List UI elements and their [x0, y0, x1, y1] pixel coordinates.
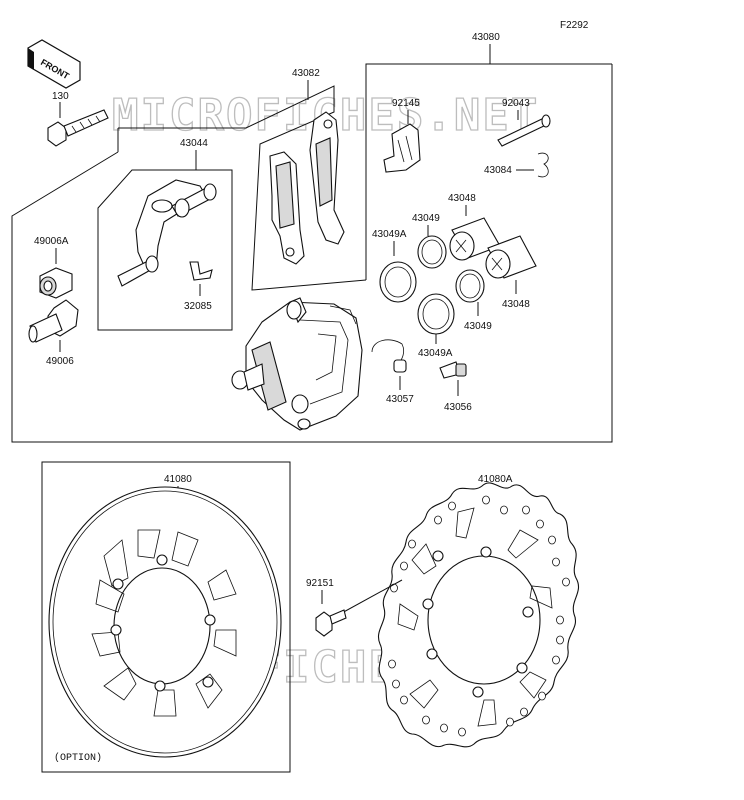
spring-92145 [383, 123, 421, 173]
label-92145: 92145 [392, 98, 420, 109]
pin-92043 [497, 114, 551, 147]
front-arrow-icon: FRONT [27, 39, 81, 89]
label-92151: 92151 [306, 578, 334, 589]
box-43044 [97, 169, 233, 331]
label-32085: 32085 [184, 301, 212, 312]
label-43082: 43082 [292, 68, 320, 79]
piston-43048-b [485, 235, 537, 279]
clip-32085 [189, 261, 213, 281]
clip-43084 [537, 152, 549, 178]
brake-pad-right [309, 111, 345, 245]
sleeve-49006 [28, 299, 79, 343]
bolt-130 [47, 109, 109, 147]
cap-43057 [371, 339, 407, 373]
box-43080 [11, 63, 613, 443]
label-41080: 41080 [164, 474, 192, 485]
diagram-code: F2292 [560, 20, 589, 31]
label-43084: 43084 [484, 165, 512, 176]
bracket-43044 [117, 179, 217, 287]
label-43049-b: 43049 [464, 321, 492, 332]
brake-disc-41080A [378, 482, 580, 748]
label-43049A-b: 43049A [418, 348, 453, 359]
valve-43056 [439, 361, 467, 379]
label-92043: 92043 [502, 98, 530, 109]
label-43056: 43056 [444, 402, 472, 413]
boot-49006A [39, 267, 73, 299]
bolt-92151 [315, 609, 347, 637]
label-41080A: 41080A [478, 474, 513, 485]
label-43048-b: 43048 [502, 299, 530, 310]
caliper-body [231, 297, 363, 431]
box-43082 [118, 85, 367, 291]
label-43057: 43057 [386, 394, 414, 405]
seal-43049A-a [379, 261, 417, 303]
label-43080: 43080 [472, 32, 500, 43]
option-label: (OPTION) [54, 752, 102, 764]
label-43049-a: 43049 [412, 213, 440, 224]
brake-pad-left [269, 151, 305, 265]
label-130: 130 [52, 91, 69, 102]
label-49006A: 49006A [34, 236, 69, 247]
box-option [41, 461, 291, 773]
label-43048-a: 43048 [448, 193, 476, 204]
label-43044: 43044 [180, 138, 208, 149]
label-49006: 49006 [46, 356, 74, 367]
brake-disc-41080 [48, 486, 282, 758]
label-43049A-a: 43049A [372, 229, 407, 240]
